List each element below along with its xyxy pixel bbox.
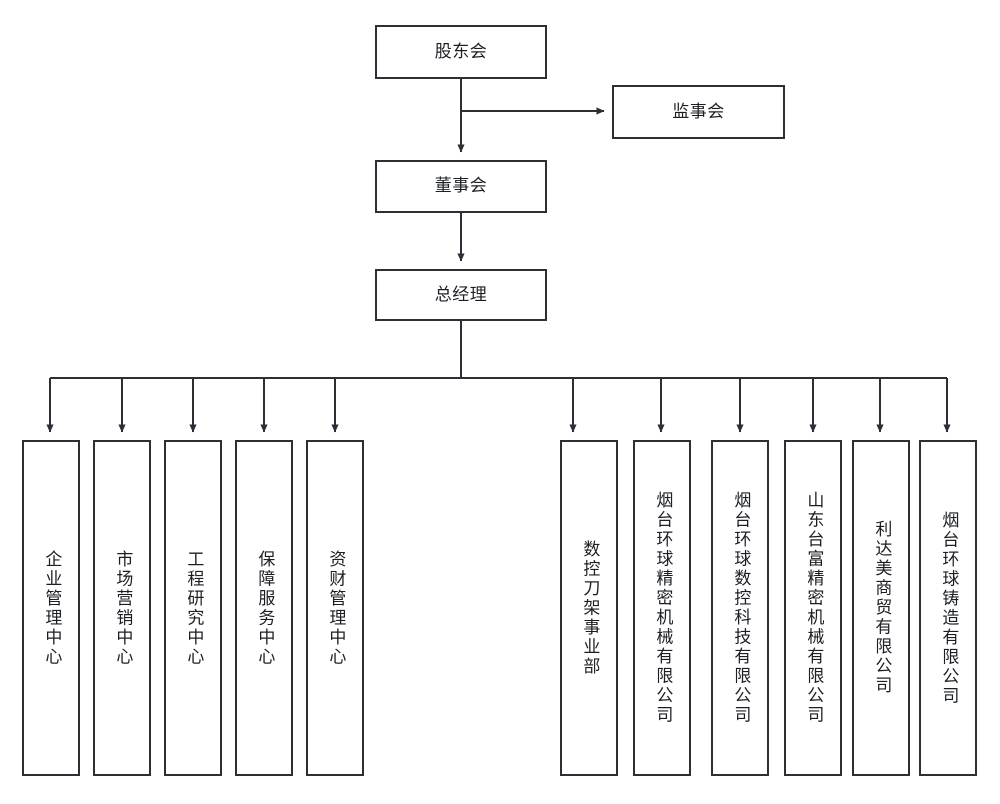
node-board-of-supervisors[interactable]: 监事会 <box>612 85 785 139</box>
node-board-of-supervisors-label: 监事会 <box>672 101 725 122</box>
node-department-finance-management-label: 资财管理中心 <box>325 549 346 667</box>
node-department-support-services[interactable]: 保障服务中心 <box>235 440 293 776</box>
node-subsidiary-yantai-global-casting-label: 烟台环球铸造有限公司 <box>938 510 959 706</box>
node-general-manager[interactable]: 总经理 <box>375 269 547 321</box>
node-subsidiary-yantai-global-cnc-technology-label: 烟台环球数控科技有限公司 <box>730 491 751 725</box>
node-department-enterprise-management-label: 企业管理中心 <box>41 549 62 667</box>
node-department-engineering-research[interactable]: 工程研究中心 <box>164 440 222 776</box>
node-shareholders-meeting[interactable]: 股东会 <box>375 25 547 79</box>
node-subsidiary-yantai-global-cnc-technology[interactable]: 烟台环球数控科技有限公司 <box>711 440 769 776</box>
node-subsidiary-cnc-turret-division[interactable]: 数控刀架事业部 <box>560 440 618 776</box>
node-general-manager-label: 总经理 <box>434 284 488 305</box>
edge-shareholders-to-supervisors <box>460 79 605 115</box>
node-subsidiary-shandong-taifu-precision-machinery[interactable]: 山东台富精密机械有限公司 <box>784 440 842 776</box>
node-subsidiary-yantai-global-precision-machinery[interactable]: 烟台环球精密机械有限公司 <box>633 440 691 776</box>
node-department-marketing-label: 市场营销中心 <box>112 549 133 667</box>
node-subsidiary-yantai-global-casting[interactable]: 烟台环球铸造有限公司 <box>919 440 977 776</box>
node-department-engineering-research-label: 工程研究中心 <box>183 549 204 667</box>
node-subsidiary-yantai-global-precision-machinery-label: 烟台环球精密机械有限公司 <box>652 491 673 725</box>
node-subsidiary-lidamei-trading-label: 利达美商贸有限公司 <box>871 520 892 696</box>
node-shareholders-meeting-label: 股东会 <box>434 41 488 62</box>
node-department-enterprise-management[interactable]: 企业管理中心 <box>22 440 80 776</box>
node-department-marketing[interactable]: 市场营销中心 <box>93 440 151 776</box>
node-board-of-directors[interactable]: 董事会 <box>375 160 547 213</box>
node-subsidiary-cnc-turret-division-label: 数控刀架事业部 <box>579 539 600 677</box>
node-board-of-directors-label: 董事会 <box>434 176 488 197</box>
node-subsidiary-shandong-taifu-precision-machinery-label: 山东台富精密机械有限公司 <box>803 491 824 725</box>
node-department-support-services-label: 保障服务中心 <box>254 549 275 667</box>
node-department-finance-management[interactable]: 资财管理中心 <box>306 440 364 776</box>
node-subsidiary-lidamei-trading[interactable]: 利达美商贸有限公司 <box>852 440 910 776</box>
